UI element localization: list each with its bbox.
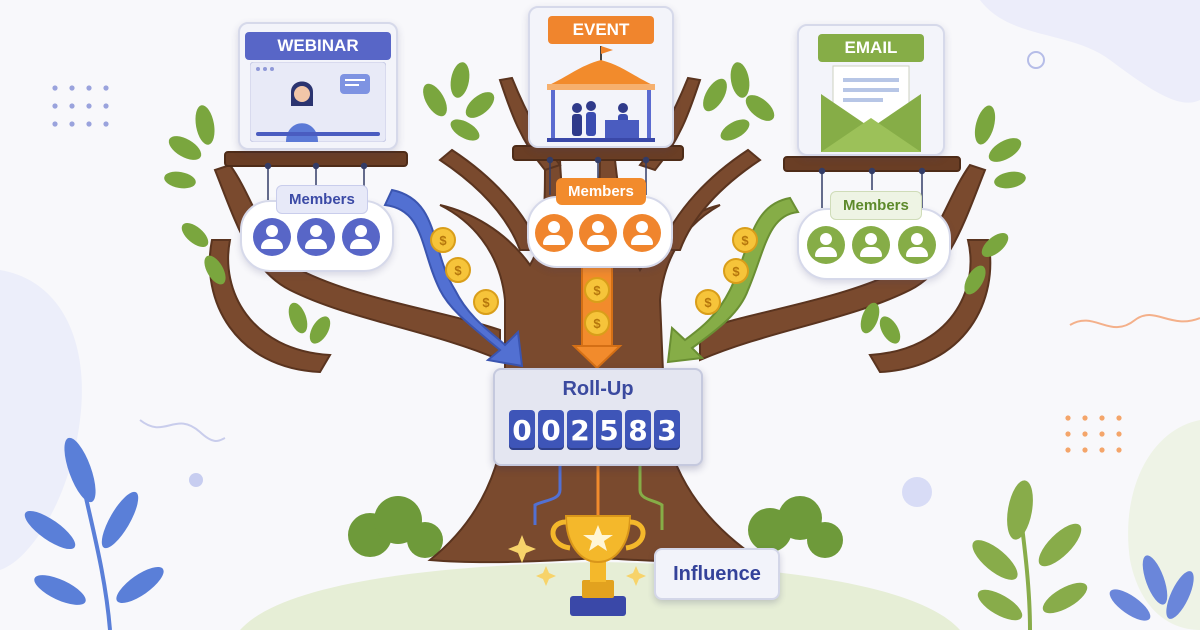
counter-digit: 2 [567, 410, 593, 450]
member-avatar-icon [807, 226, 845, 264]
rollup-counter: 0 0 2 5 8 3 [509, 410, 680, 450]
background-blob-top-right [980, 0, 1200, 103]
coin [584, 310, 610, 336]
member-avatar-icon [852, 226, 890, 264]
coin [473, 289, 499, 315]
event-members-label: Members [556, 178, 646, 205]
counter-digit: 8 [625, 410, 651, 450]
email-envelope-icon [821, 65, 921, 152]
event-card: EVENT [528, 6, 674, 148]
background-blob-left [0, 270, 82, 570]
member-avatar-icon [297, 218, 335, 256]
member-avatar-icon [579, 214, 617, 252]
member-avatar-icon [253, 218, 291, 256]
counter-digit: 5 [596, 410, 622, 450]
trophy-icon [550, 515, 646, 616]
email-members-label: Members [830, 191, 922, 220]
webinar-tag: WEBINAR [245, 32, 391, 60]
decor-dot [902, 477, 932, 507]
coin-symbol: $ [593, 316, 601, 331]
coin-symbol: $ [741, 233, 749, 248]
decor-squiggle [139, 419, 226, 442]
plant-right-blue [1109, 555, 1194, 621]
coin-symbol: $ [593, 283, 601, 298]
pipes [533, 462, 664, 530]
coin [430, 227, 456, 253]
influence-badge: Influence [654, 548, 780, 600]
coin-symbol: $ [439, 233, 447, 248]
plant-left [24, 437, 164, 630]
coin-symbol: $ [482, 295, 490, 310]
coin [732, 227, 758, 253]
member-avatar-icon [623, 214, 661, 252]
decor-squiggle [1069, 314, 1200, 329]
flow-arrow-event-head [571, 345, 623, 370]
member-avatar-icon [342, 218, 380, 256]
coin-symbol: $ [454, 263, 462, 278]
member-avatar-icon [535, 214, 573, 252]
coins [430, 227, 758, 336]
email-tag: EMAIL [818, 34, 924, 62]
sparkle-icon [508, 535, 646, 586]
coin-symbol: $ [704, 295, 712, 310]
member-avatar-icon [898, 226, 936, 264]
webinar-members-label: Members [276, 185, 368, 214]
rollup-panel: Roll-Up 0 0 2 5 8 3 [493, 368, 703, 466]
counter-digit: 0 [538, 410, 564, 450]
counter-digit: 3 [654, 410, 680, 450]
email-card: EMAIL [797, 24, 945, 156]
event-tag: EVENT [548, 16, 654, 44]
dot-grid-right [1065, 415, 1122, 453]
decor-dot [189, 473, 203, 487]
dot-grid-left [52, 85, 109, 127]
plant-right [972, 480, 1088, 630]
rollup-title: Roll-Up [562, 378, 634, 400]
coin-symbol: $ [732, 264, 740, 279]
coin [695, 289, 721, 315]
webinar-card: WEBINAR [238, 22, 398, 150]
coin [445, 257, 471, 283]
leaves [164, 62, 1026, 344]
event-tent-icon [547, 46, 655, 142]
coin [584, 277, 610, 303]
webinar-presenter-icon [250, 62, 386, 142]
bushes [348, 496, 843, 558]
coin [723, 258, 749, 284]
counter-digit: 0 [509, 410, 535, 450]
decor-ring [1027, 51, 1045, 69]
